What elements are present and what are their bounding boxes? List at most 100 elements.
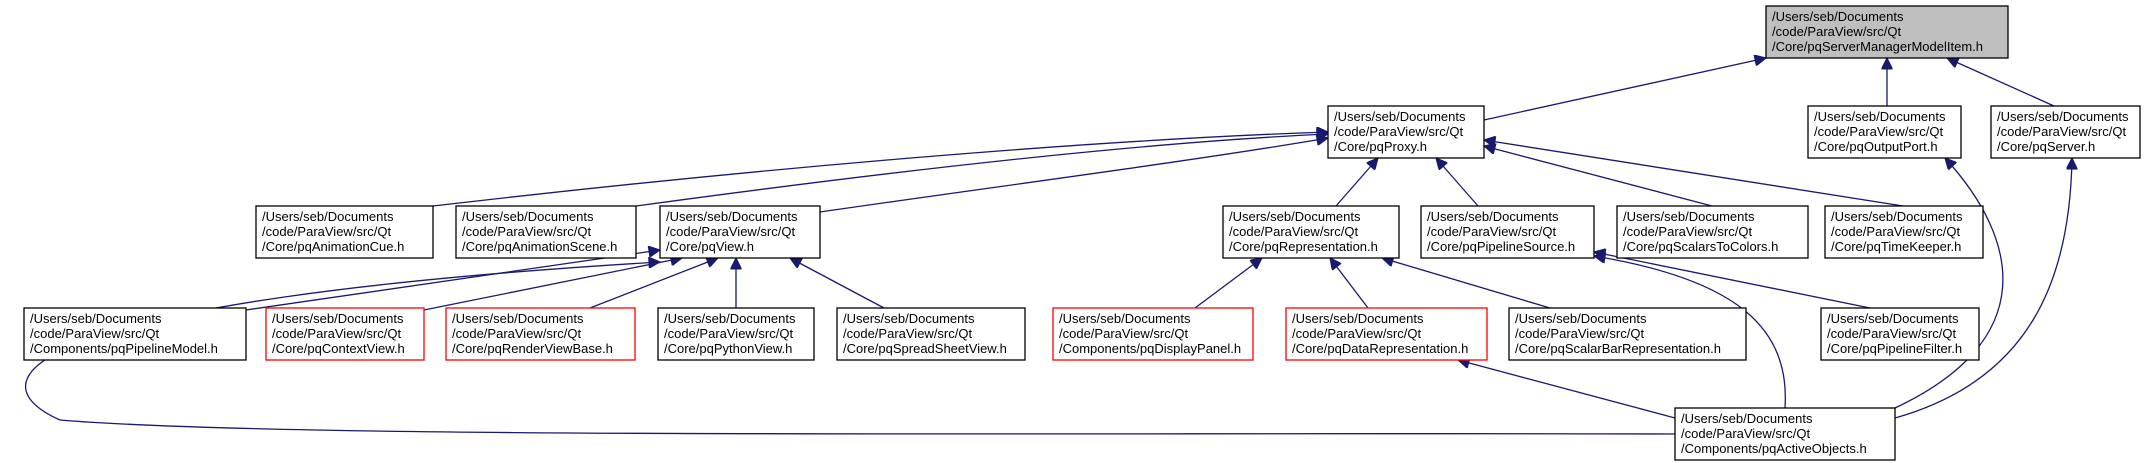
node-label-line: /code/ParaView/src/Qt [262, 224, 391, 239]
node-label-line: /Core/pqContextView.h [272, 341, 405, 356]
node-n8[interactable]: /Users/seb/Documents/code/ParaView/src/Q… [1420, 205, 1595, 259]
node-box [1052, 307, 1254, 361]
nodes-layer: /Users/seb/Documents/code/ParaView/src/Q… [23, 5, 2141, 461]
node-label-line: /Core/pqDataRepresentation.h [1292, 341, 1468, 356]
node-n11[interactable]: /Users/seb/Documents/code/ParaView/src/Q… [23, 307, 247, 361]
node-n0[interactable]: /Users/seb/Documents/code/ParaView/src/Q… [1765, 5, 2009, 59]
node-label-line: /code/ParaView/src/Qt [1292, 326, 1421, 341]
node-box [23, 307, 247, 361]
node-label-line: /Core/pqPipelineSource.h [1427, 239, 1575, 254]
node-box [1820, 307, 1980, 361]
edge-n20-to-n3 [1894, 158, 2072, 419]
edge-n6-to-n1 [819, 138, 1328, 213]
node-label-line: /Core/pqPipelineFilter.h [1827, 341, 1962, 356]
edge-n4-to-n1 [432, 132, 1328, 207]
node-label-line: /code/ParaView/src/Qt [664, 326, 793, 341]
node-label-line: /Users/seb/Documents [1997, 109, 2129, 124]
node-box [1616, 205, 1809, 259]
node-n12[interactable]: /Users/seb/Documents/code/ParaView/src/Q… [265, 307, 425, 361]
node-n10[interactable]: /Users/seb/Documents/code/ParaView/src/Q… [1824, 205, 1984, 259]
node-label-line: /Core/pqScalarBarRepresentation.h [1515, 341, 1721, 356]
node-label-line: /code/ParaView/src/Qt [1334, 124, 1463, 139]
node-label-line: /Users/seb/Documents [1515, 311, 1647, 326]
node-label-line: /code/ParaView/src/Qt [1059, 326, 1188, 341]
node-box [657, 307, 815, 361]
node-label-line: /Core/pqAnimationCue.h [262, 239, 404, 254]
node-label-line: /Components/pqDisplayPanel.h [1059, 341, 1241, 356]
node-box [265, 307, 425, 361]
node-n4[interactable]: /Users/seb/Documents/code/ParaView/src/Q… [255, 205, 434, 259]
node-label-line: /Core/pqProxy.h [1334, 139, 1427, 154]
node-label-line: /Core/pqOutputPort.h [1814, 139, 1938, 154]
node-n17[interactable]: /Users/seb/Documents/code/ParaView/src/Q… [1285, 307, 1488, 361]
node-label-line: /code/ParaView/src/Qt [452, 326, 581, 341]
node-label-line: /Users/seb/Documents [1229, 209, 1361, 224]
node-n5[interactable]: /Users/seb/Documents/code/ParaView/src/Q… [455, 205, 637, 259]
node-label-line: /Core/pqRepresentation.h [1229, 239, 1378, 254]
node-label-line: /Users/seb/Documents [1814, 109, 1946, 124]
node-box [659, 205, 821, 259]
edge-n18-to-n7 [1382, 258, 1551, 309]
node-n2[interactable]: /Users/seb/Documents/code/ParaView/src/Q… [1807, 105, 1962, 159]
node-n1[interactable]: /Users/seb/Documents/code/ParaView/src/Q… [1327, 105, 1485, 159]
node-label-line: /Core/pqServerManagerModelItem.h [1772, 39, 1983, 54]
node-label-line: /Core/pqRenderViewBase.h [452, 341, 613, 356]
node-n9[interactable]: /Users/seb/Documents/code/ParaView/src/Q… [1616, 205, 1809, 259]
node-n7[interactable]: /Users/seb/Documents/code/ParaView/src/Q… [1222, 205, 1400, 259]
edge-n16-to-n7 [1194, 258, 1262, 309]
node-box [1420, 205, 1595, 259]
edge-n20-to-n2 [1894, 158, 2004, 409]
edge-n12-to-n6 [423, 258, 682, 311]
node-label-line: /Users/seb/Documents [666, 209, 798, 224]
node-label-line: /code/ParaView/src/Qt [1681, 426, 1810, 441]
node-label-line: /Users/seb/Documents [1334, 109, 1466, 124]
edge-n11-to-n6 [245, 250, 660, 311]
node-label-line: /Core/pqPythonView.h [664, 341, 792, 356]
node-n20[interactable]: /Users/seb/Documents/code/ParaView/src/Q… [1674, 407, 1896, 461]
node-n13[interactable]: /Users/seb/Documents/code/ParaView/src/Q… [445, 307, 636, 361]
node-box [1508, 307, 1747, 361]
edge-n13-to-n6 [589, 258, 718, 309]
edge-n5-to-n1 [635, 134, 1328, 207]
node-box [1990, 105, 2141, 159]
node-label-line: /Users/seb/Documents [30, 311, 162, 326]
node-label-line: /code/ParaView/src/Qt [1623, 224, 1752, 239]
node-n6[interactable]: /Users/seb/Documents/code/ParaView/src/Q… [659, 205, 821, 259]
node-label-line: /code/ParaView/src/Qt [666, 224, 795, 239]
edge-n10-to-n1 [1484, 140, 1904, 207]
node-label-line: /code/ParaView/src/Qt [1997, 124, 2126, 139]
node-label-line: /Users/seb/Documents [262, 209, 394, 224]
node-label-line: /Users/seb/Documents [1292, 311, 1424, 326]
node-n15[interactable]: /Users/seb/Documents/code/ParaView/src/Q… [836, 307, 1026, 361]
node-n19[interactable]: /Users/seb/Documents/code/ParaView/src/Q… [1820, 307, 1980, 361]
node-n16[interactable]: /Users/seb/Documents/code/ParaView/src/Q… [1052, 307, 1254, 361]
node-label-line: /code/ParaView/src/Qt [1814, 124, 1943, 139]
node-label-line: /code/ParaView/src/Qt [1827, 326, 1956, 341]
node-label-line: /Core/pqScalarsToColors.h [1623, 239, 1778, 254]
node-box [836, 307, 1026, 361]
node-label-line: /Users/seb/Documents [272, 311, 404, 326]
node-label-line: /code/ParaView/src/Qt [1427, 224, 1556, 239]
node-label-line: /Users/seb/Documents [1427, 209, 1559, 224]
node-label-line: /Users/seb/Documents [1831, 209, 1963, 224]
node-label-line: /Core/pqView.h [666, 239, 754, 254]
node-n3[interactable]: /Users/seb/Documents/code/ParaView/src/Q… [1990, 105, 2141, 159]
node-box [1327, 105, 1485, 159]
node-box [1807, 105, 1962, 159]
node-label-line: /Core/pqAnimationScene.h [462, 239, 617, 254]
edge-n9-to-n1 [1484, 146, 1713, 207]
node-n18[interactable]: /Users/seb/Documents/code/ParaView/src/Q… [1508, 307, 1747, 361]
node-label-line: /Users/seb/Documents [1623, 209, 1755, 224]
node-label-line: /code/ParaView/src/Qt [30, 326, 159, 341]
node-label-line: /Users/seb/Documents [1772, 9, 1904, 24]
node-n14[interactable]: /Users/seb/Documents/code/ParaView/src/Q… [657, 307, 815, 361]
node-label-line: /Core/pqTimeKeeper.h [1831, 239, 1961, 254]
edge-n17-to-n7 [1330, 258, 1369, 309]
node-box [455, 205, 637, 259]
node-label-line: /Components/pqPipelineModel.h [30, 341, 218, 356]
node-label-line: /code/ParaView/src/Qt [272, 326, 401, 341]
edge-n19-to-n8 [1594, 252, 1871, 309]
node-label-line: /Core/pqSpreadSheetView.h [843, 341, 1007, 356]
edge-n8-to-n1 [1436, 158, 1479, 207]
